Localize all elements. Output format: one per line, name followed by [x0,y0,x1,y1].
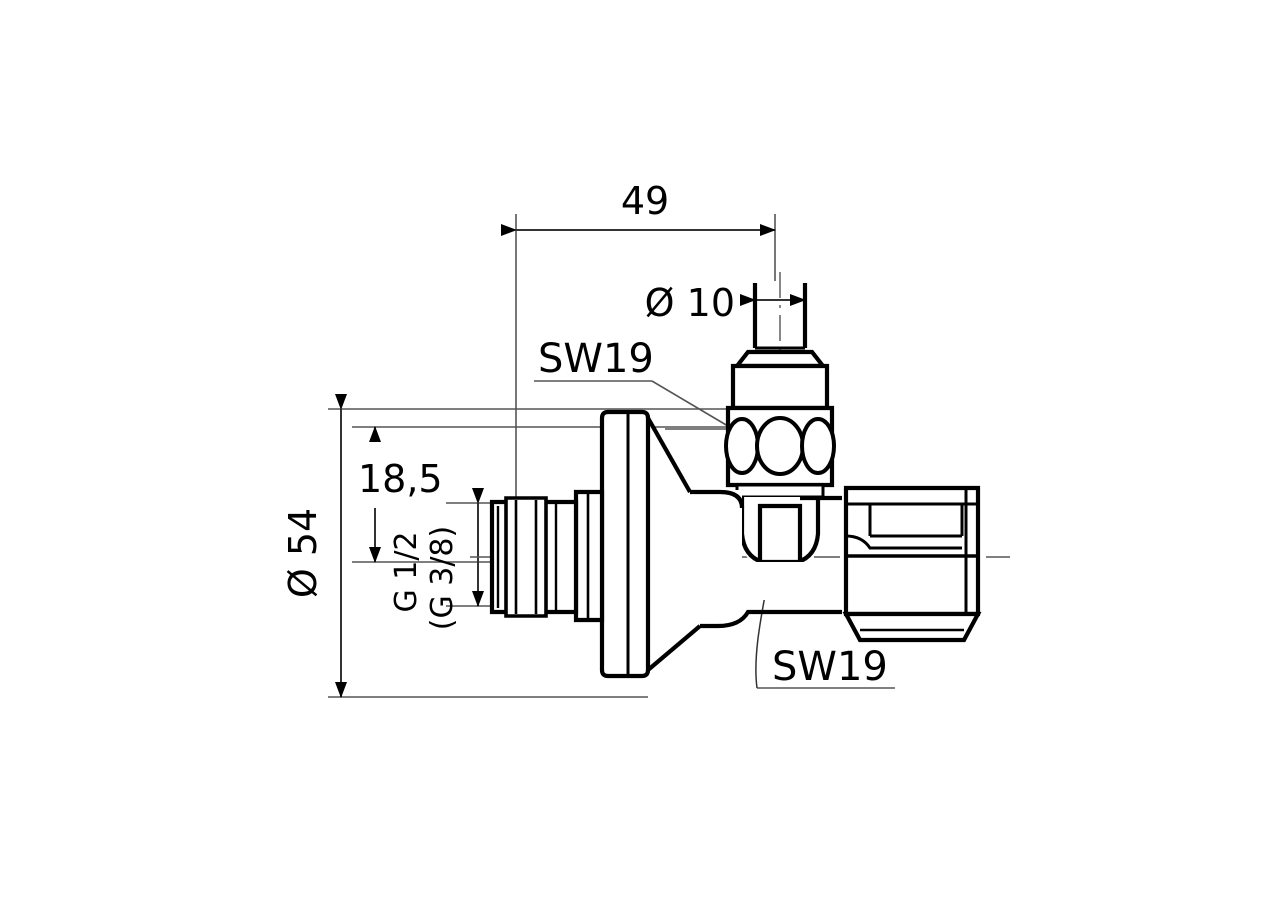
dimension-lines-group [335,224,806,698]
bonnet-thread-band [735,483,825,499]
coupling-nut-chamfer-inner [845,534,962,550]
callout-label-sw19-body: SW19 [772,644,888,690]
body-lower-contour [700,609,842,629]
dim-label-49: 49 [621,179,669,223]
callout-label-sw19-bonnet: SW19 [538,336,654,382]
dim-label-185: 18,5 [358,457,443,501]
outlet-tube [752,283,808,348]
coupling-nut [843,485,981,617]
escutcheon-cone-lower [646,624,702,672]
bonnet-hex-flat-right [800,417,836,475]
dim-label-dia54: Ø 54 [281,508,325,598]
inlet-thread-ring [504,496,548,618]
bonnet-collar [730,363,830,411]
extension-lines-group [328,214,895,698]
body-shoulder-upper [690,489,745,509]
dim-label-dia10: Ø 10 [645,281,735,325]
dim-label-thread-alt: (G 3/8) [425,526,460,630]
dim-label-thread-main: G 1/2 [389,531,424,612]
escutcheon-cone-upper [646,416,692,494]
bonnet-hex-flat-left [724,417,760,475]
valve-body-hex [757,503,803,565]
coupling-nut-chamfer-bottom [842,611,982,643]
escutcheon-plate [599,409,651,679]
bonnet-hex-flat-center [755,416,805,476]
valve-geometry-group [489,283,982,679]
